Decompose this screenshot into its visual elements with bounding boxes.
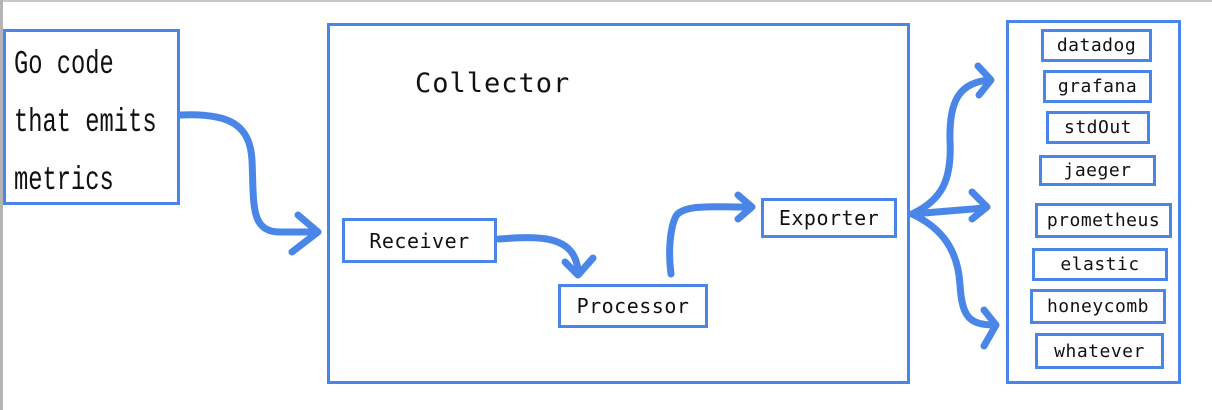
arrowhead-exporter-to-middle (968, 188, 991, 223)
arrow-exporter-to-middle (908, 204, 989, 218)
processor-box: Processor (558, 284, 708, 328)
canvas-top-edge (0, 0, 1212, 2)
exporter-box: Exporter (761, 198, 897, 238)
destination-honeycomb: honeycomb (1030, 289, 1166, 324)
receiver-box: Receiver (342, 218, 497, 263)
destination-label: stdOut (1063, 117, 1133, 138)
source-line: that emits (14, 104, 157, 141)
destination-prometheus: prometheus (1035, 203, 1172, 238)
arrow-exporter-to-bottom (908, 210, 999, 329)
destination-label: honeycomb (1046, 296, 1150, 317)
destination-label: prometheus (1046, 210, 1161, 231)
destination-datadog: datadog (1041, 29, 1152, 62)
arrowhead-exporter-to-top (974, 62, 995, 99)
destination-stdout: stdOut (1046, 111, 1150, 144)
receiver-label: Receiver (369, 228, 470, 253)
destination-label: jaeger (1063, 160, 1132, 181)
arrowhead-source-to-receiver (288, 211, 322, 256)
destination-whatever: whatever (1035, 333, 1164, 369)
collector-title: Collector (415, 68, 571, 99)
canvas-left-edge (0, 0, 3, 410)
destination-jaeger: jaeger (1039, 155, 1156, 186)
arrowhead-exporter-to-bottom (980, 306, 1000, 350)
arrow-source-to-receiver (177, 111, 321, 236)
arrow-exporter-to-top (908, 76, 994, 218)
destination-elastic: elastic (1032, 248, 1168, 281)
destination-label: whatever (1054, 340, 1145, 362)
source-text: Go code that emits metrics (14, 36, 157, 210)
source-line: Go code (14, 46, 114, 83)
source-box: Go code that emits metrics (3, 29, 180, 205)
destination-label: grafana (1057, 76, 1138, 97)
destination-label: datadog (1056, 35, 1137, 56)
destination-label: elastic (1060, 254, 1140, 275)
exporter-label: Exporter (778, 206, 880, 230)
processor-label: Processor (576, 294, 690, 318)
source-line: metrics (14, 162, 114, 199)
destination-grafana: grafana (1043, 70, 1152, 103)
